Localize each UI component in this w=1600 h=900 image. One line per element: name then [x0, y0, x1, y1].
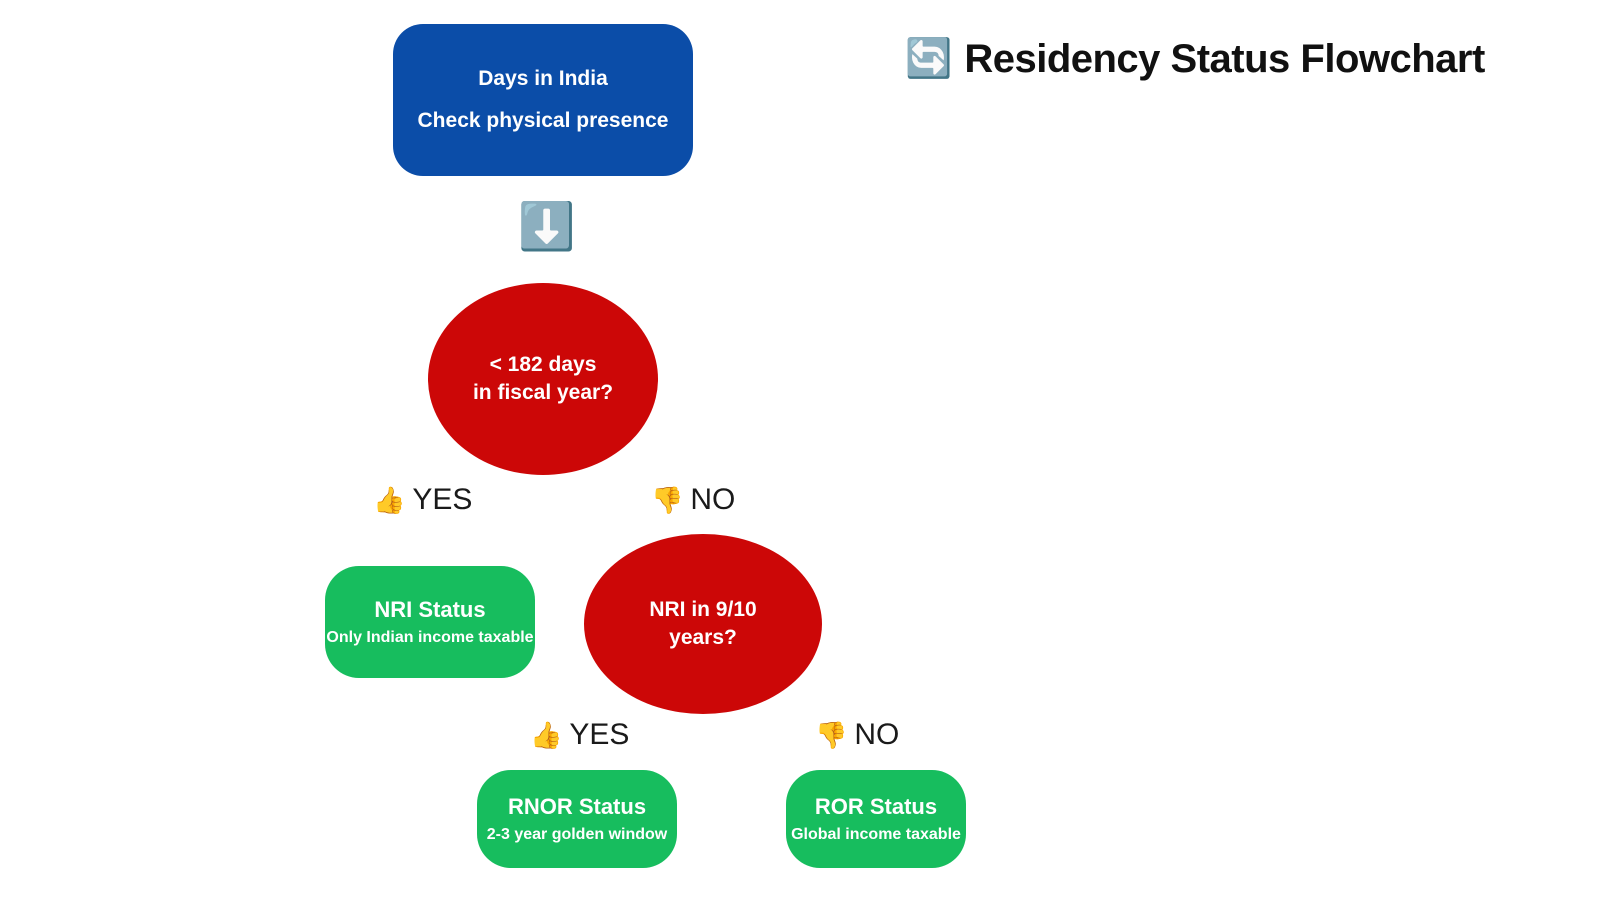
node-subtitle: Global income taxable	[791, 826, 961, 843]
branch-label-text: YES	[412, 483, 473, 516]
node-nri-status[interactable]: NRI Status Only Indian income taxable	[325, 566, 535, 678]
branch-label-text: NO	[854, 718, 900, 751]
branch-label-yes-9of10: 👍 YES	[530, 718, 629, 752]
page-title: 🔄 Residency Status Flowchart	[905, 38, 1485, 80]
down-arrow-icon: ⬇️	[518, 200, 576, 252]
thumbs-up-icon: 👍	[373, 485, 406, 515]
thumbs-up-icon: 👍	[530, 720, 563, 750]
node-title: RNOR Status	[507, 794, 647, 819]
node-title: ROR Status	[814, 794, 938, 819]
node-title: NRI in 9/10 years?	[649, 597, 757, 649]
branch-label-text: NO	[690, 483, 736, 516]
branch-label-yes-182: 👍 YES	[373, 483, 472, 517]
node-ror-status[interactable]: ROR Status Global income taxable	[786, 770, 966, 868]
node-rnor-status[interactable]: RNOR Status 2-3 year golden window	[477, 770, 677, 868]
node-subtitle: 2-3 year golden window	[486, 826, 668, 843]
thumbs-down-icon: 👎	[651, 485, 684, 515]
refresh-arrows-icon: 🔄	[905, 38, 953, 80]
node-days-in-india[interactable]: Days in India Check physical presence	[393, 24, 693, 176]
thumbs-down-icon: 👎	[815, 720, 848, 750]
node-subtitle: Only Indian income taxable	[326, 629, 534, 646]
node-title: Days in India	[478, 67, 608, 90]
node-title: NRI Status	[374, 597, 486, 622]
node-decision-nri-9-of-10[interactable]: NRI in 9/10 years?	[584, 534, 822, 714]
page-title-text: Residency Status Flowchart	[964, 37, 1485, 81]
node-title: < 182 days in fiscal year?	[472, 352, 614, 404]
node-subtitle: Check physical presence	[417, 109, 669, 132]
branch-label-no-182: 👎 NO	[651, 483, 735, 517]
branch-label-no-9of10: 👎 NO	[815, 718, 899, 752]
branch-label-text: YES	[569, 718, 630, 751]
node-decision-182-days[interactable]: < 182 days in fiscal year?	[428, 283, 658, 475]
